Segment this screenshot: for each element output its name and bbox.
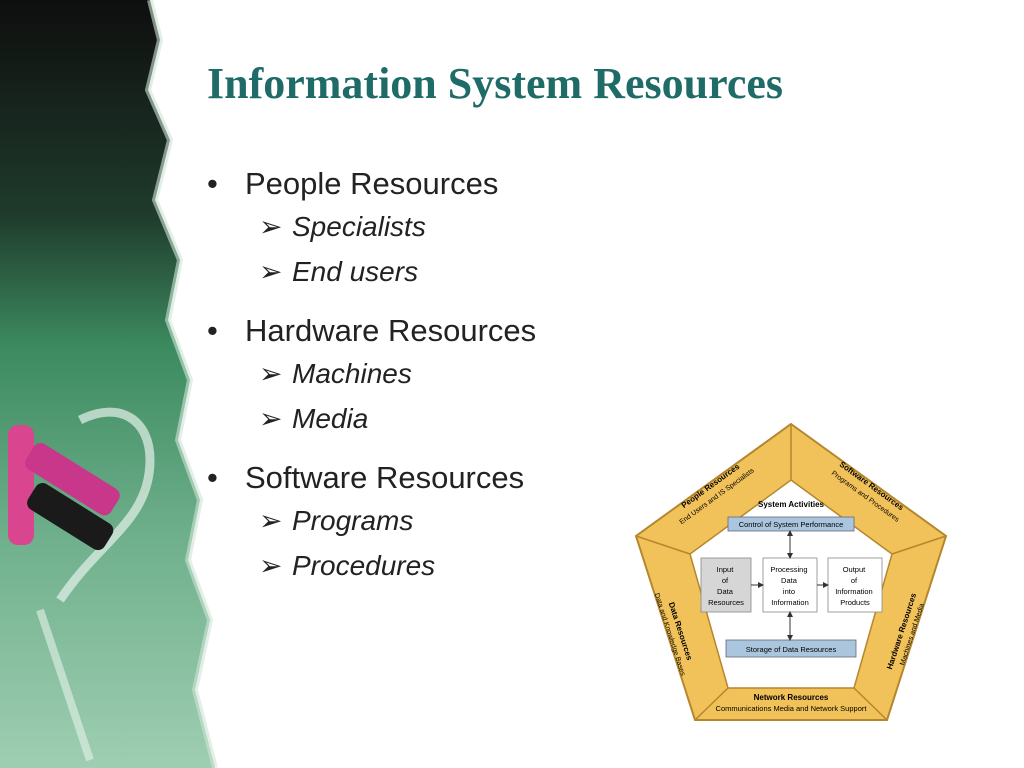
processing-box: Processing Data into Information (770, 565, 809, 607)
system-activities-label: System Activities (758, 500, 825, 509)
input-box: Input of Data Resources (708, 565, 744, 607)
chalkboard-decoration (0, 0, 218, 768)
arrow-bullet-icon: ➢ (259, 211, 283, 242)
arrow-bullet-icon: ➢ (259, 550, 283, 581)
output-box: Output of Information Products (835, 565, 875, 607)
bullet-group-people: • People Resources ➢ Specialists ➢ End user… (207, 164, 536, 294)
slide-title: Information System Resources (207, 59, 784, 108)
sub-item-end-users: End users (292, 256, 419, 287)
bullet-dot-icon: • (207, 166, 218, 201)
sub-item-procedures: Procedures (292, 550, 436, 581)
arrow-bullet-icon: ➢ (259, 505, 283, 536)
sub-item-media: Media (292, 403, 369, 434)
network-resources-sub: Communications Media and Network Support (716, 704, 868, 713)
bullet-software: Software Resources (245, 460, 525, 495)
sub-item-specialists: Specialists (292, 211, 426, 242)
bullet-list: • People Resources ➢ Specialists ➢ End user… (207, 164, 536, 605)
control-box: Control of System Performance (739, 520, 844, 529)
sub-item-programs: Programs (292, 505, 414, 536)
arrow-bullet-icon: ➢ (259, 358, 283, 389)
bullet-dot-icon: • (207, 460, 218, 495)
bullet-hardware: Hardware Resources (245, 313, 537, 348)
bullet-people: People Resources (245, 166, 499, 201)
pink-chalk-icon (8, 425, 120, 551)
bullet-dot-icon: • (207, 313, 218, 348)
bullet-group-hardware: • Hardware Resources ➢ Machines ➢ Media (207, 311, 536, 441)
network-resources-title: Network Resources (754, 693, 829, 702)
storage-box: Storage of Data Resources (746, 645, 837, 654)
sub-item-machines: Machines (292, 358, 412, 389)
arrow-bullet-icon: ➢ (259, 403, 283, 434)
bullet-group-software: • Software Resources ➢ Programs ➢ Procedure… (207, 458, 536, 588)
flow-arrows (751, 530, 829, 641)
resource-pentagon-diagram: People Resources End Users and IS Specia… (634, 422, 948, 721)
arrow-bullet-icon: ➢ (259, 256, 283, 287)
